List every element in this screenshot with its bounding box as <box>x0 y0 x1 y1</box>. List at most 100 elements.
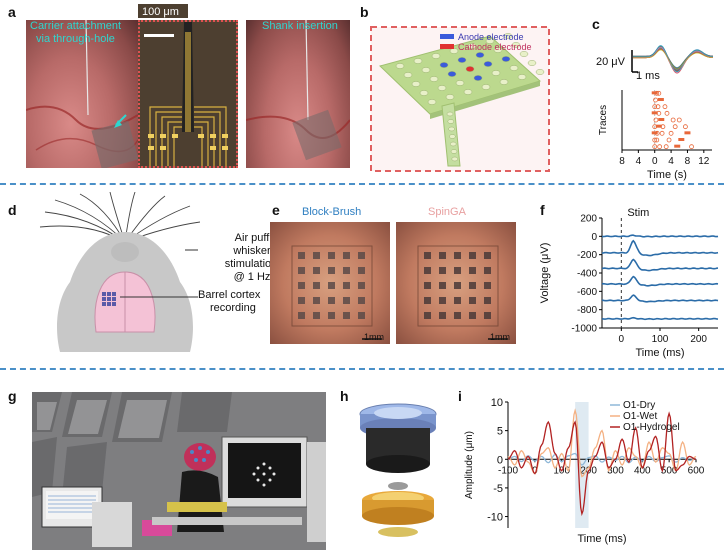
panel-label-d: d <box>8 202 17 218</box>
panel-b-electrode <box>517 74 527 80</box>
panel-f-y-tick-label: -400 <box>577 269 597 280</box>
panel-i-series-line <box>507 411 697 517</box>
panel-e-electrode <box>298 297 305 304</box>
panel-b-electrode <box>475 52 485 58</box>
panel-b-electrode <box>421 67 431 73</box>
panel-e-electrode <box>484 297 491 304</box>
panel-b-electrode <box>463 89 473 95</box>
panel-h-electrode-render <box>359 403 437 537</box>
panel-c-raster-point <box>683 124 688 130</box>
panel-e-electrode <box>424 312 431 319</box>
panel-c-raster-point <box>657 144 663 150</box>
panel-a-photo-right <box>246 20 350 168</box>
panel-b-electrode <box>437 85 447 91</box>
panel-b-electrode <box>467 43 477 49</box>
panel-e-electrode <box>439 267 446 274</box>
panel-b-electrode <box>457 57 467 63</box>
panel-i-y-tick-label: 0 <box>497 454 503 466</box>
panel-b-electrode <box>483 61 493 67</box>
panel-b-electrode <box>527 60 537 66</box>
panel-f-trace <box>601 239 719 257</box>
panel-e-electrode <box>358 267 365 274</box>
panel-i-legend-label: O1-Hydrogel <box>623 422 680 433</box>
panel-i-x-tick-label: 0 <box>532 465 538 476</box>
panel-e-electrode <box>454 312 461 319</box>
panel-e-electrode <box>469 282 476 289</box>
panel-c-raster-point <box>654 130 660 136</box>
panel-c-scale-t: 1 ms <box>636 70 660 82</box>
panel-b-electrode <box>411 81 421 87</box>
panel-e-electrode <box>343 252 350 259</box>
panel-f-x-tick-label: 0 <box>619 334 625 345</box>
panel-c-scalebars <box>631 50 638 73</box>
panel-b-shank-electrode <box>449 134 456 139</box>
panel-a-vessels-right <box>246 20 350 161</box>
panel-c-raster-point <box>658 118 665 121</box>
panel-c-raster-point <box>653 117 659 123</box>
panel-e-electrode <box>439 297 446 304</box>
panel-b-electrode <box>455 80 465 86</box>
panel-c-x-tick-label: 4 <box>668 156 674 167</box>
panel-c-waveform <box>633 45 714 73</box>
panel-c-raster-point <box>656 110 662 116</box>
panel-a-photo-left <box>26 20 138 168</box>
panel-d-air-line4: @ 1 Hz <box>233 271 271 283</box>
panel-e-title-right: SpinGA <box>428 206 466 218</box>
panel-c-raster-point <box>678 138 685 141</box>
panel-e-electrode <box>298 252 305 259</box>
panel-b-shank-electrode <box>450 149 458 154</box>
panel-label-a: a <box>8 4 16 20</box>
panel-e-electrode <box>484 267 491 274</box>
panel-e-electrode <box>454 252 461 259</box>
panel-b-electrode <box>485 38 495 44</box>
panel-f-y-tick-label: -600 <box>577 287 597 298</box>
panel-d-barrel-line2: recording <box>210 302 256 314</box>
panel-c-raster-point <box>656 90 662 96</box>
panel-b-electrode <box>535 69 545 75</box>
panel-e-electrode <box>469 267 476 274</box>
panel-g-photo <box>32 392 326 550</box>
panel-b-electrode <box>419 90 429 96</box>
panel-b-electrode <box>503 33 513 39</box>
panel-i-x-tick-label: 300 <box>607 465 624 476</box>
panel-e-electrode <box>343 282 350 289</box>
panel-d-barrel-line1: Barrel cortex <box>198 289 261 301</box>
panel-i-y-tick-label: 10 <box>491 397 503 409</box>
panel-b-cathode-swatch <box>440 44 454 49</box>
panel-f-trace <box>601 316 719 321</box>
panel-a-text-shank: Shank insertion <box>262 20 338 32</box>
panel-c-raster-point <box>653 97 658 103</box>
panel-c-raster-point <box>655 124 662 128</box>
panel-c-raster-point <box>684 131 691 135</box>
panel-c-raster-point <box>652 144 658 150</box>
panel-b-electrode <box>403 72 413 78</box>
panel-c-raster-point <box>666 137 672 143</box>
panel-c-raster-point <box>689 144 694 150</box>
panel-d-air-line3: stimulation <box>224 258 278 270</box>
panel-label-b: b <box>360 4 369 20</box>
panel-e-electrode <box>484 312 491 319</box>
panel-e-electrode <box>343 267 350 274</box>
panel-i-x-tick-label: 500 <box>661 465 678 476</box>
panel-c-raster-point <box>672 124 678 130</box>
panel-e-electrode <box>298 267 305 274</box>
panel-e-electrode <box>454 267 461 274</box>
panel-c-raster-point <box>676 117 682 123</box>
panel-f-trace <box>601 258 719 272</box>
panel-c-raster-point <box>651 131 658 135</box>
panel-b-electrode <box>481 84 491 90</box>
panel-e-scale-right: 1mm <box>490 332 510 342</box>
panel-c-raster-point <box>657 98 664 101</box>
panel-i-ylabel: Amplitude (μm) <box>464 431 475 499</box>
panel-label-e: e <box>272 202 280 218</box>
panel-e-electrode <box>313 282 320 289</box>
panel-c-raster-point <box>670 117 676 123</box>
panel-e-electrode <box>358 252 365 259</box>
panel-label-f: f <box>540 202 545 218</box>
panel-c-waveforms <box>633 45 714 74</box>
panel-e-electrode <box>328 297 335 304</box>
panel-i-y-tick-label: 5 <box>497 426 503 438</box>
panel-e-electrode <box>424 267 431 274</box>
